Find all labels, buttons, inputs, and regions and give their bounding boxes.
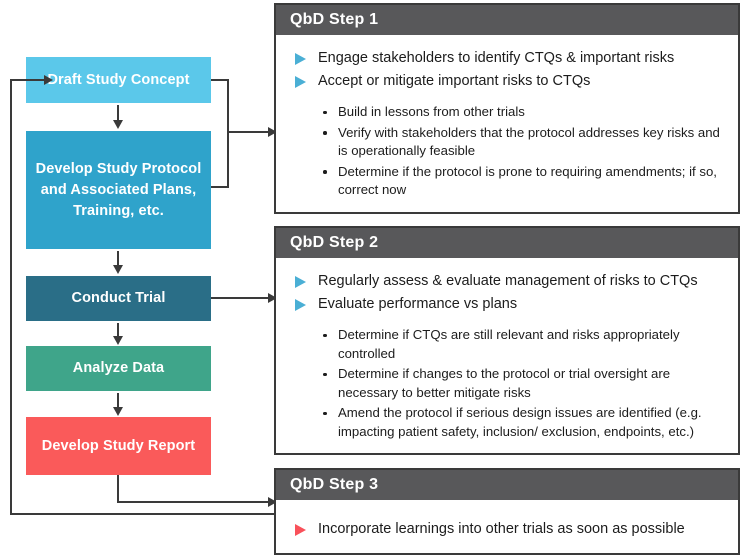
dot-bullet-icon [323, 372, 327, 376]
feedback-loop-left [10, 79, 12, 515]
connector-step1-stem [227, 131, 272, 133]
secondary-bullet-list: Build in lessons from other trials Verif… [290, 103, 722, 200]
panel-qbd-step-3: QbD Step 3 Incorporate learnings into ot… [274, 468, 740, 555]
connector-step1-arrowhead [268, 126, 277, 137]
list-item-text: Build in lessons from other trials [338, 104, 525, 119]
panel-qbd-step-2: QbD Step 2 Regularly assess & evaluate m… [274, 226, 740, 455]
flow-box-label: Analyze Data [72, 360, 165, 376]
connector-protocol-to-conduct-line [117, 251, 119, 267]
list-item: Build in lessons from other trials [290, 103, 722, 122]
flow-box-label: Develop Study Protocol and Associated Pl… [35, 160, 202, 219]
secondary-bullet-list: Determine if CTQs are still relevant and… [290, 326, 722, 441]
connector-step1-bracket-vertical [227, 79, 229, 188]
triangle-bullet-icon [295, 523, 306, 536]
connector-step3-line [117, 501, 272, 503]
primary-bullet-list: Engage stakeholders to identify CTQs & i… [290, 47, 722, 92]
feedback-loop-bottom [10, 513, 276, 515]
feedback-loop-arrowhead [44, 74, 53, 85]
connector-step2-arrowhead [268, 292, 277, 303]
list-item-text: Amend the protocol if serious design iss… [338, 405, 702, 439]
list-item: Verify with stakeholders that the protoc… [290, 124, 722, 161]
panel-body-step-3: Incorporate learnings into other trials … [276, 500, 738, 551]
list-item-text: Incorporate learnings into other trials … [318, 521, 685, 537]
dot-bullet-icon [323, 170, 327, 174]
connector-step1-branch-bottom [211, 186, 229, 188]
connector-conduct-to-analyze-arrowhead [112, 336, 123, 345]
connector-protocol-to-conduct-arrowhead [112, 265, 123, 274]
list-item-text: Determine if CTQs are still relevant and… [338, 327, 680, 361]
flow-box-conduct-trial[interactable]: Conduct Trial [26, 276, 211, 321]
connector-analyze-to-report-arrowhead [112, 407, 123, 416]
dot-bullet-icon [323, 333, 327, 337]
connector-analyze-to-report-line [117, 393, 119, 408]
list-item-text: Engage stakeholders to identify CTQs & i… [318, 50, 675, 66]
panel-body-step-2: Regularly assess & evaluate management o… [276, 258, 738, 453]
list-item-text: Verify with stakeholders that the protoc… [338, 124, 720, 159]
list-item: Determine if CTQs are still relevant and… [290, 326, 722, 363]
triangle-bullet-icon [295, 298, 306, 311]
list-item-text: Determine if the protocol is prone to re… [338, 163, 717, 198]
triangle-bullet-icon [295, 275, 306, 288]
list-item: Determine if changes to the protocol or … [290, 365, 722, 402]
triangle-bullet-icon [295, 52, 306, 65]
panel-title-step-3: QbD Step 3 [276, 470, 738, 500]
panel-body-step-1: Engage stakeholders to identify CTQs & i… [276, 35, 738, 212]
flow-box-label: Conduct Trial [71, 290, 166, 306]
flow-box-label: Develop Study Report [41, 437, 196, 454]
list-item-text: Evaluate performance vs plans [318, 296, 518, 312]
panel-title-step-2: QbD Step 2 [276, 228, 738, 258]
connector-step3-arrowhead [268, 496, 277, 507]
list-item: Incorporate learnings into other trials … [290, 518, 722, 540]
list-item: Evaluate performance vs plans [290, 293, 722, 315]
dot-bullet-icon [323, 411, 327, 415]
list-item-text: Regularly assess & evaluate management o… [318, 273, 698, 289]
dot-bullet-icon [323, 110, 327, 114]
connector-step2-line [211, 297, 272, 299]
list-item: Amend the protocol if serious design iss… [290, 404, 722, 441]
list-item: Accept or mitigate important risks to CT… [290, 70, 722, 92]
flow-box-develop-study-protocol[interactable]: Develop Study Protocol and Associated Pl… [26, 131, 211, 249]
connector-conduct-to-analyze-line [117, 323, 119, 337]
flow-box-analyze-data[interactable]: Analyze Data [26, 346, 211, 391]
primary-bullet-list: Regularly assess & evaluate management o… [290, 270, 722, 315]
panel-title-step-1: QbD Step 1 [276, 5, 738, 35]
connector-draft-to-protocol-line [117, 105, 119, 122]
flow-box-draft-study-concept[interactable]: Draft Study Concept [26, 57, 211, 103]
list-item: Determine if the protocol is prone to re… [290, 163, 722, 200]
list-item: Engage stakeholders to identify CTQs & i… [290, 47, 722, 69]
connector-draft-to-protocol-arrowhead [112, 120, 123, 129]
primary-bullet-list: Incorporate learnings into other trials … [290, 518, 722, 540]
connector-step1-branch-top [211, 79, 229, 81]
feedback-loop-into-draft [10, 79, 48, 81]
list-item-text: Determine if changes to the protocol or … [338, 366, 671, 400]
flow-box-label: Draft Study Concept [47, 71, 190, 88]
panel-qbd-step-1: QbD Step 1 Engage stakeholders to identi… [274, 3, 740, 214]
flow-box-develop-study-report[interactable]: Develop Study Report [26, 417, 211, 475]
list-item-text: Accept or mitigate important risks to CT… [318, 73, 591, 89]
dot-bullet-icon [323, 131, 327, 135]
triangle-bullet-icon [295, 75, 306, 88]
connector-step3-drop [117, 475, 119, 503]
list-item: Regularly assess & evaluate management o… [290, 270, 722, 292]
